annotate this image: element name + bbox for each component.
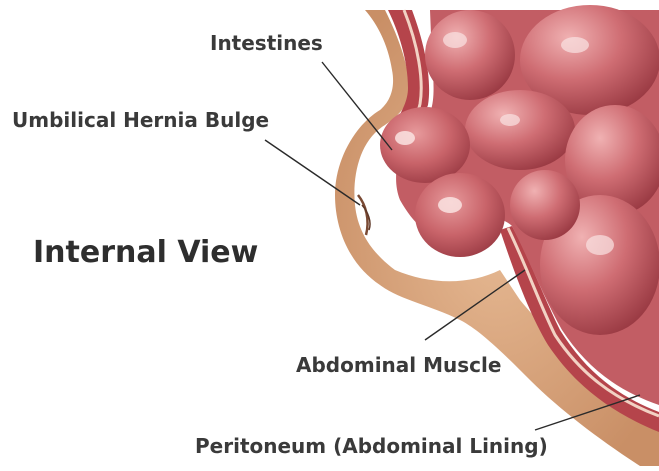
label-intestines: Intestines xyxy=(210,33,323,53)
intestine-loop-center xyxy=(510,170,580,240)
label-internal-view: Internal View xyxy=(33,238,258,268)
label-abdominal-muscle: Abdominal Muscle xyxy=(296,355,501,375)
intestine-loop-mid xyxy=(465,90,575,170)
hernia-loop-upper xyxy=(380,107,470,183)
hernia-loop-lower xyxy=(415,173,505,257)
intestine-loop-top xyxy=(425,10,515,100)
label-hernia-bulge: Umbilical Hernia Bulge xyxy=(12,110,269,130)
label-peritoneum: Peritoneum (Abdominal Lining) xyxy=(195,436,548,456)
